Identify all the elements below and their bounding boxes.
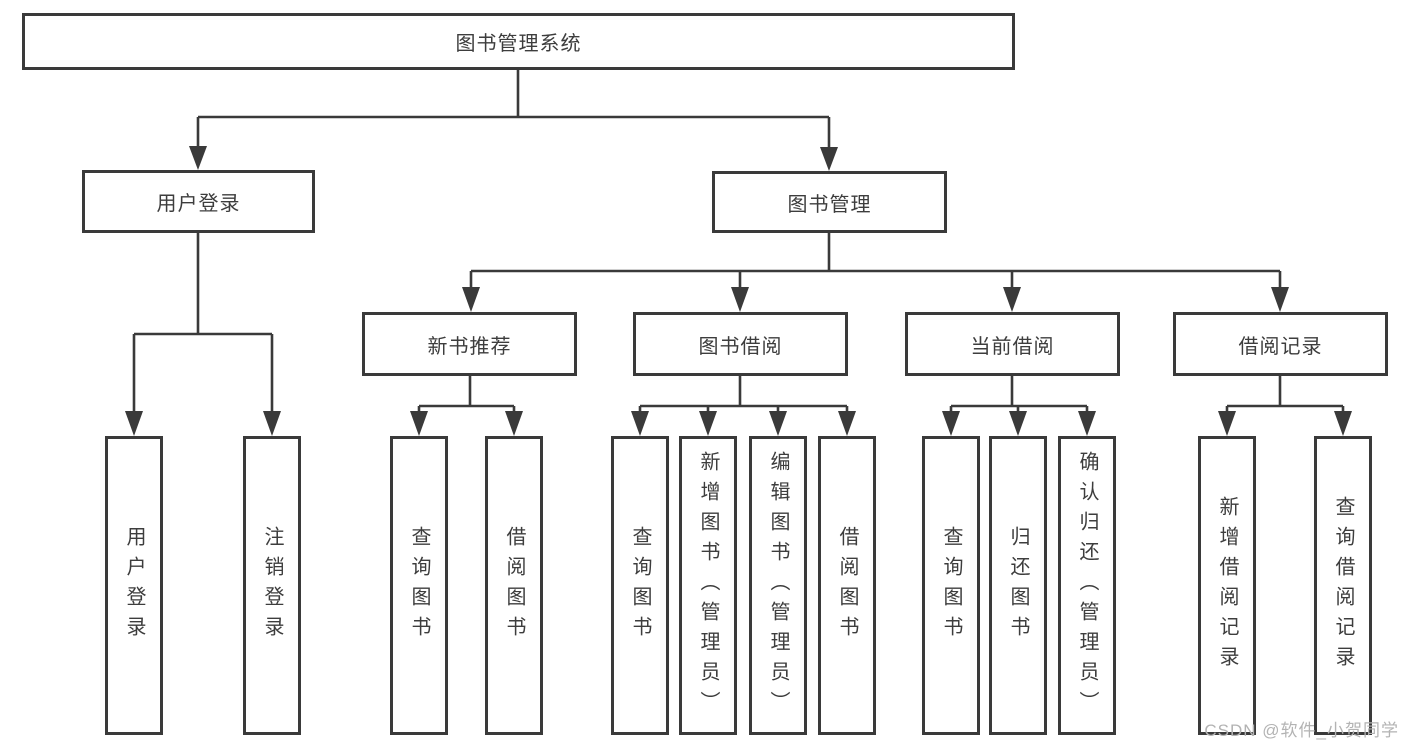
leaf-return-books: 归还图书 (989, 436, 1047, 735)
leaf-user-login: 用户登录 (105, 436, 163, 735)
node-label: 图书管理 (787, 193, 872, 216)
leaf-query-books-recommend: 查询图书 (390, 436, 448, 735)
leaf-label: 查询借阅记录 (1332, 495, 1354, 676)
leaf-query-borrow-record: 查询借阅记录 (1314, 436, 1372, 735)
leaf-query-books-borrow: 查询图书 (611, 436, 669, 735)
node-new-book-recommend: 新书推荐 (362, 312, 577, 376)
node-label: 用户登录 (156, 193, 241, 215)
leaf-label: 查询图书 (408, 525, 430, 646)
leaf-label: 归还图书 (1007, 525, 1029, 646)
leaf-label: 新增借阅记录 (1216, 495, 1238, 676)
leaf-borrow-books: 借阅图书 (818, 436, 876, 735)
leaf-confirm-return-admin: 确认归还（管理员） (1058, 436, 1116, 735)
csdn-watermark: CSDN @软件_小贺同学 (1204, 721, 1399, 740)
node-book-management: 图书管理 (712, 171, 947, 233)
node-user-login: 用户登录 (82, 170, 315, 233)
node-current-borrow: 当前借阅 (905, 312, 1120, 376)
node-book-borrow: 图书借阅 (633, 312, 848, 376)
leaf-borrow-books-recommend: 借阅图书 (485, 436, 543, 735)
leaf-label: 编辑图书（管理员） (767, 450, 789, 721)
leaf-label: 用户登录 (123, 525, 145, 646)
node-label: 图书借阅 (698, 335, 783, 358)
node-label: 当前借阅 (970, 335, 1055, 358)
leaf-logout: 注销登录 (243, 436, 301, 735)
leaf-label: 查询图书 (940, 525, 962, 646)
leaf-label: 借阅图书 (503, 525, 525, 646)
leaf-edit-books-admin: 编辑图书（管理员） (749, 436, 807, 735)
leaf-add-books-admin: 新增图书（管理员） (679, 436, 737, 735)
leaf-label: 查询图书 (629, 525, 651, 646)
leaf-label: 确认归还（管理员） (1076, 450, 1098, 721)
leaf-label: 新增图书（管理员） (697, 450, 719, 721)
leaf-add-borrow-record: 新增借阅记录 (1198, 436, 1256, 735)
leaf-label: 借阅图书 (836, 525, 858, 646)
leaf-query-books-current: 查询图书 (922, 436, 980, 735)
node-root-system: 图书管理系统 (22, 13, 1015, 70)
node-root-label: 图书管理系统 (455, 33, 582, 55)
node-label: 借阅记录 (1238, 335, 1323, 358)
node-borrow-records: 借阅记录 (1173, 312, 1388, 376)
node-label: 新书推荐 (427, 335, 512, 358)
leaf-label: 注销登录 (261, 525, 283, 646)
